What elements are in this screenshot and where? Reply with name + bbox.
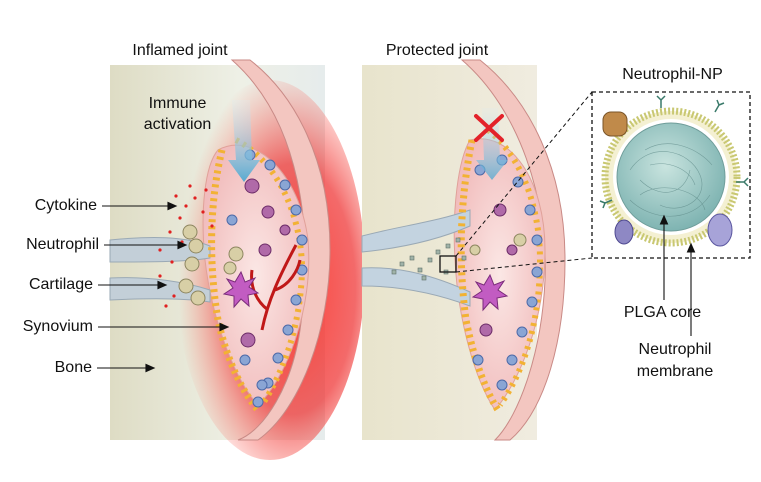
label-bone: Bone bbox=[54, 359, 92, 376]
label-synovium: Synovium bbox=[22, 318, 93, 335]
neutrophil-membrane-label-line2: membrane bbox=[636, 363, 714, 380]
label-neutrophil: Neutrophil bbox=[26, 236, 99, 253]
immune-activation-label-line1: Immune bbox=[148, 95, 207, 112]
label-arrows bbox=[97, 201, 696, 373]
immune-activation-label-line2: activation bbox=[143, 116, 212, 133]
plga-core-label: PLGA core bbox=[623, 304, 702, 321]
inflamed-joint-illustration bbox=[109, 59, 365, 460]
neutrophil-membrane-label-line1: Neutrophil bbox=[638, 341, 712, 358]
zoom-lines bbox=[455, 91, 593, 273]
neutrophil-np-title: Neutrophil-NP bbox=[622, 66, 723, 83]
protected-joint-title: Protected joint bbox=[385, 42, 489, 59]
label-cytokine: Cytokine bbox=[34, 197, 97, 214]
neutrophil-np-inset bbox=[591, 91, 751, 259]
protected-joint-illustration bbox=[361, 59, 566, 441]
label-cartilage: Cartilage bbox=[28, 276, 93, 293]
blocked-cross-icon bbox=[474, 114, 504, 142]
inflamed-joint-title: Inflamed joint bbox=[132, 42, 228, 59]
